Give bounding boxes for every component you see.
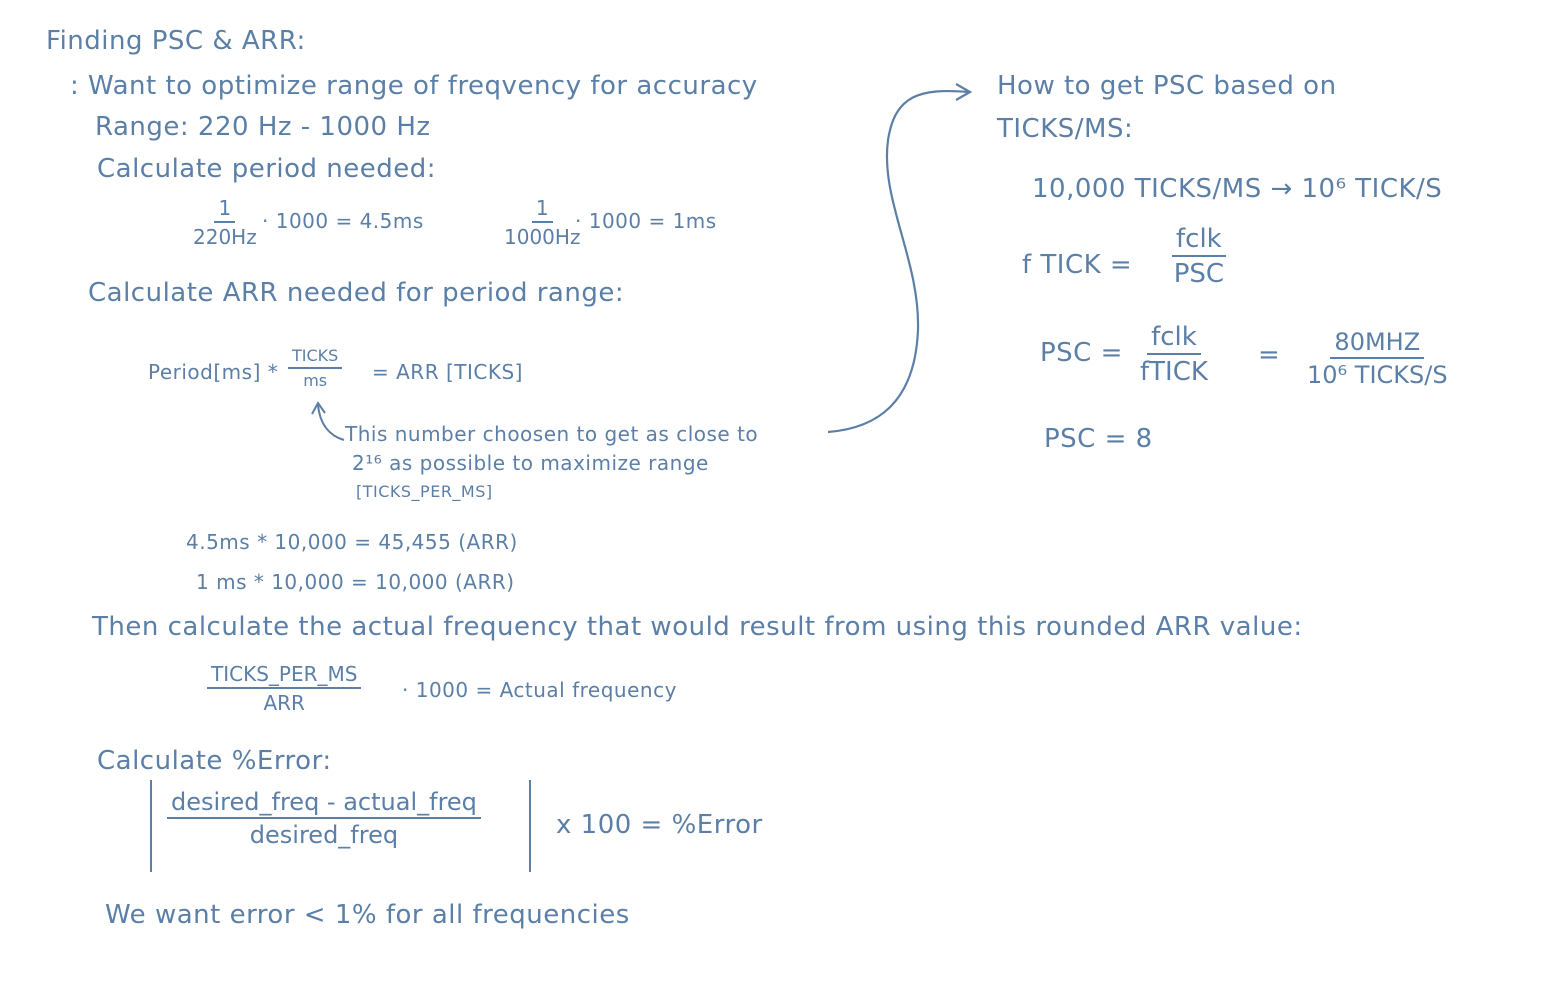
psc-den-1: fTICK [1140, 357, 1208, 387]
psc-heading-1: How to get PSC based on [997, 71, 1337, 101]
arr-calc-line-1: 4.5ms * 10,000 = 45,455 (ARR) [186, 530, 518, 554]
arr-formula-fraction: TICKS ms [288, 348, 343, 390]
psc-den-2: 10⁶ TICKS/S [1307, 361, 1448, 389]
period2-fraction: 1 1000Hz [504, 198, 580, 247]
period1-fraction: 1 220Hz [193, 198, 257, 247]
abs-bar-right [529, 780, 531, 872]
period2-result: · 1000 = 1ms [575, 209, 717, 233]
actual-right: · 1000 = Actual frequency [402, 678, 677, 702]
period2-den: 1000Hz [504, 225, 581, 249]
page-title: Finding PSC & ARR: [46, 26, 306, 56]
calc-arr-heading: Calculate ARR needed for period range: [88, 278, 625, 308]
error-num: desired_freq - actual_freq [167, 790, 481, 819]
period1-den: 220Hz [193, 225, 257, 249]
actual-den: ARR [263, 691, 305, 715]
ticks-conversion: 10,000 TICKS/MS → 10⁶ TICK/S [1032, 174, 1443, 204]
note-line-1: This number choosen to get as close to [345, 422, 759, 446]
error-right: x 100 = %Error [556, 810, 763, 840]
actual-num: TICKS_PER_MS [207, 664, 362, 689]
error-fraction: desired_freq - actual_freq desired_freq [167, 790, 481, 847]
ftick-fraction: fclk PSC [1172, 226, 1226, 287]
ftick-num: fclk [1172, 226, 1226, 257]
psc-fraction-2: 80MHZ 10⁶ TICKS/S [1307, 330, 1448, 387]
calc-error-heading: Calculate %Error: [97, 746, 332, 776]
curve-arrow-head [955, 83, 973, 101]
psc-equals: = [1258, 340, 1281, 370]
arr-formula-left: Period[ms] * [148, 360, 279, 384]
curve-arrow-to-psc [827, 89, 969, 434]
psc-fraction-1: fclk fTICK [1140, 324, 1208, 385]
ftick-label: f TICK = [1022, 250, 1133, 280]
psc-heading-2: TICKS/MS: [997, 114, 1134, 144]
period2-num: 1 [531, 198, 553, 223]
period1-result: · 1000 = 4.5ms [262, 209, 424, 233]
arr-calc-line-2: 1 ms * 10,000 = 10,000 (ARR) [196, 570, 515, 594]
intro-line: : Want to optimize range of freqvency fo… [70, 71, 758, 101]
psc-num-2: 80MHZ [1330, 330, 1425, 359]
note-arrow-head [311, 401, 326, 415]
note-line-3: [TICKS_PER_MS] [356, 482, 493, 501]
period1-num: 1 [214, 198, 236, 223]
abs-bar-left [150, 780, 152, 872]
arr-formula-right: = ARR [TICKS] [372, 360, 523, 384]
note-line-2: 2¹⁶ as possible to maximize range [352, 451, 709, 475]
psc-num-1: fclk [1147, 324, 1201, 355]
range-line: Range: 220 Hz - 1000 Hz [95, 112, 431, 142]
then-calc-line: Then calculate the actual frequency that… [92, 612, 1303, 642]
arr-formula-num: TICKS [288, 348, 343, 369]
arr-formula-den: ms [303, 371, 328, 390]
want-error-line: We want error < 1% for all frequencies [105, 900, 630, 930]
psc-label: PSC = [1040, 338, 1123, 368]
ftick-den: PSC [1173, 259, 1225, 289]
note-arrow [317, 404, 345, 441]
psc-result: PSC = 8 [1044, 424, 1153, 454]
calc-period-heading: Calculate period needed: [97, 154, 437, 184]
error-den: desired_freq [249, 821, 399, 849]
actual-fraction: TICKS_PER_MS ARR [207, 664, 362, 715]
